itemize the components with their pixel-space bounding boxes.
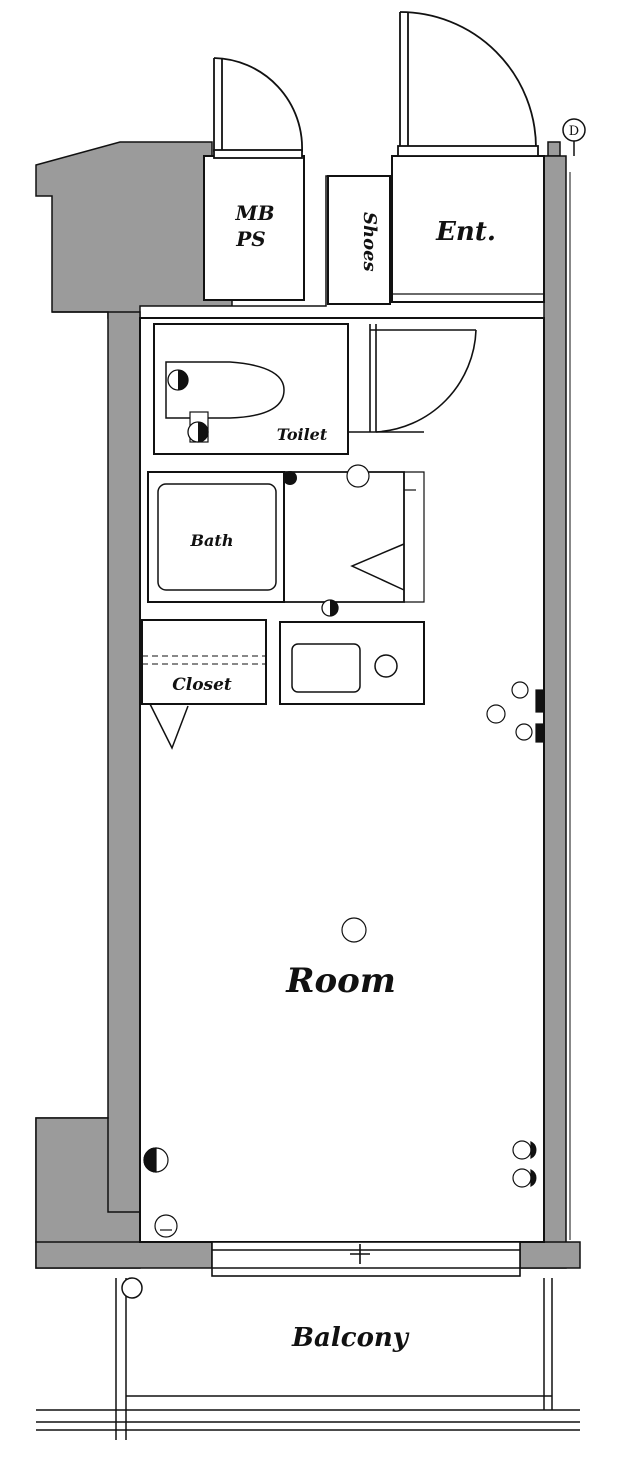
mbps-box [203,155,305,301]
left-wall [35,311,141,1243]
bathtub-icon [157,483,277,591]
label-entrance: Ent. [435,217,496,247]
door-marker-label: D [569,124,579,139]
kitchen [279,621,425,705]
shoes-box [327,175,391,305]
entrance-door [397,11,539,157]
drain-icon [121,1277,143,1299]
outlet-icon [512,1140,532,1160]
label-shoes: Shoes [359,212,380,272]
outlet-icon [512,1168,532,1188]
toilet-bowl-icon [165,361,285,419]
washroom [284,471,425,603]
bottom-wall-left [35,1241,213,1269]
outlet-icon [486,704,506,724]
label-balcony: Balcony [291,1323,410,1353]
balcony-window [211,1241,521,1277]
label-mb: MB [234,201,274,225]
outlet-icon [154,1214,178,1238]
sink-icon [291,643,361,693]
stove-icon [374,654,398,678]
toilet-door [369,324,477,433]
outlet-icon [511,681,529,699]
light-icon [346,464,370,488]
label-ps: PS [235,227,265,251]
room-fixtures [143,681,545,1238]
ceiling-light-icon [341,917,367,943]
exterior-walls [35,141,581,1269]
outlet-icon [283,471,297,485]
bath-room [147,471,285,603]
bottom-wall-right [519,1241,581,1269]
outlet-icon [515,723,533,741]
unit-interior [139,317,545,1243]
label-bath: Bath [190,531,234,550]
label-toilet: Toilet [277,425,328,444]
toilet-room [153,323,349,455]
label-room: Room [285,961,396,1001]
closet [141,619,267,750]
label-closet: Closet [172,675,232,695]
balcony [36,1277,580,1440]
mbps-door [213,57,303,159]
